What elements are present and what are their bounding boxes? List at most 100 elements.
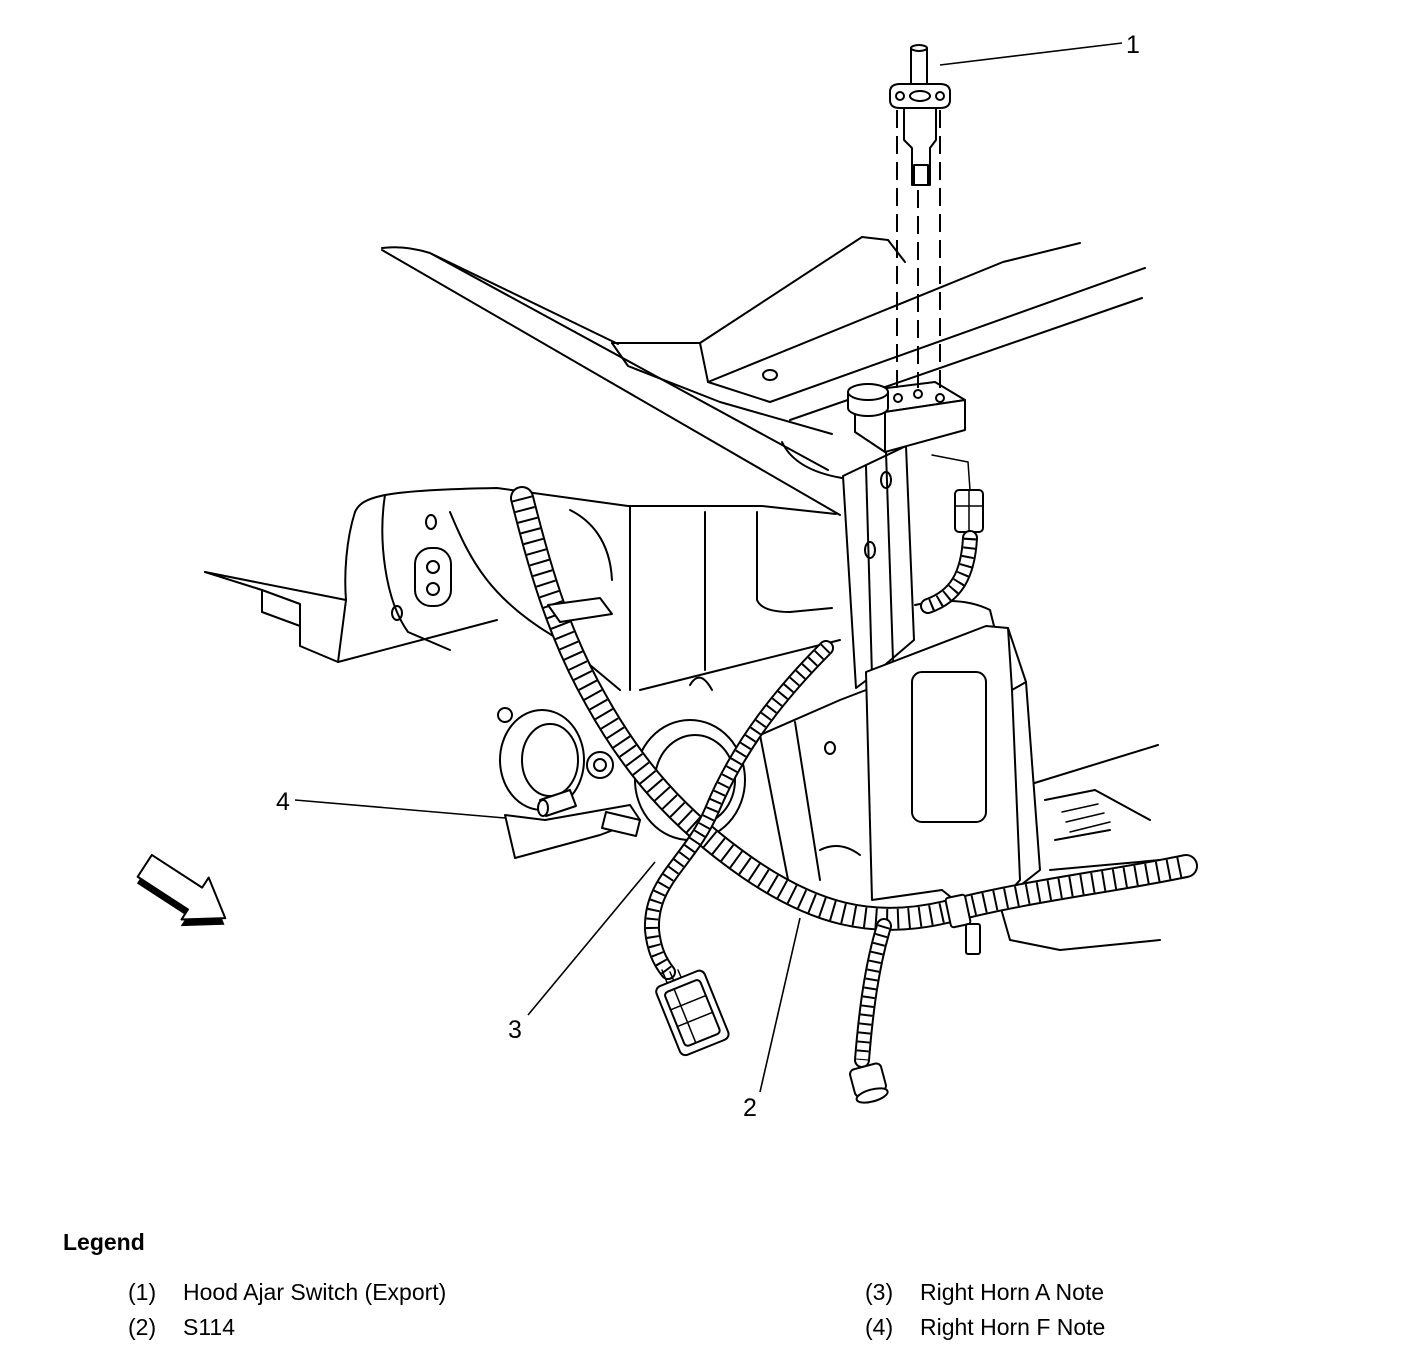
front-support-plate [865,625,1041,907]
frame-line-1 [1027,744,1159,786]
hood-inner-line [431,253,619,345]
branch-c-rings [925,537,976,612]
legend-item-number: (4) [865,1314,894,1340]
connector-a-shell [655,969,730,1057]
support-lower-edge [719,401,833,435]
post-body [842,445,915,689]
legend-item-3: (3) Right Horn A Note [865,1279,1104,1305]
harness-branch-lower [849,918,892,1104]
panel-notch [689,676,713,691]
view-direction-arrow [136,853,227,927]
switch-mounting-bracket [842,381,966,689]
bracket-hole-2 [913,389,923,399]
bracket-hole-3 [935,393,945,403]
legend-item-text: Hood Ajar Switch (Export) [183,1279,447,1305]
bracket-right-face [884,399,966,453]
clip-right-2 [965,923,981,955]
legend-item-number: (3) [865,1279,894,1305]
apron-hole-1 [425,514,437,530]
connector-b-end [855,1087,889,1104]
clip-upper [547,597,613,623]
post-hole-1 [864,541,876,559]
panel-curve [449,511,621,691]
lower-bracket-inner [794,721,821,881]
grommet-hole-lower [426,582,440,596]
panel-lower-edge [639,639,841,691]
harness-branch-switch [920,454,984,614]
legend-item-text: S114 [183,1314,236,1340]
apron-inner-curve [381,494,451,651]
lower-bracket-hole [824,741,836,755]
apron-bottom-edge [204,571,498,663]
callout-1-leader [939,42,1123,66]
support-bevel [611,342,721,403]
clip-right-1 [944,893,972,929]
panel-step [756,511,833,613]
callout-4-leader [294,799,506,819]
headlamp-mount [261,589,301,627]
branch-b-rings [856,924,890,1061]
grommet-hole-upper [426,560,440,574]
frame-line-3 [1054,829,1111,841]
callout-2-leader [759,917,801,1093]
bracket-hole-1 [893,393,903,403]
inner-apron-panel [449,505,841,691]
hood-fender [381,246,841,516]
support-face-line [707,242,1081,383]
panel-fan-curve [569,509,613,581]
switch-connector-detail [954,489,984,533]
legend-item-text: Right Horn A Note [920,1279,1105,1305]
legend-title: Legend [63,1229,145,1255]
left-fender-apron [204,487,837,663]
frame-line-2 [1044,789,1151,821]
support-top-edge [611,236,889,344]
lower-bracket-curve [819,845,861,856]
callout-2: 2 [743,917,801,1122]
frame-hatch [1061,803,1111,833]
apron-hole-2 [391,605,403,621]
callout-3: 3 [508,861,656,1044]
legend-item-2: (2) S114 [128,1314,235,1340]
branch-a-rings [645,643,831,976]
harness-branch-horn-3 [643,640,834,1057]
hood-edge-upper [381,246,829,471]
grommet-plate [414,547,452,607]
hood-bumper-top [847,383,889,401]
plate-window [911,671,987,823]
horn-4-mouth [586,751,614,779]
apron-left-edge [204,511,356,601]
support-front-edge [699,342,771,403]
engine-harness-main [510,486,1198,931]
connector-a-face [664,979,721,1047]
install-guide-lines [896,110,941,394]
horn-3-connector [655,969,730,1057]
frame-line-5 [999,904,1161,951]
apron-side-line [337,599,347,663]
harness-clips [547,597,981,955]
switch-flange-center [909,90,931,102]
harness-main-rings [512,495,1189,929]
arrow-face [136,853,227,921]
connector-a-ribs [669,988,714,1044]
legend-item-number: (1) [128,1279,157,1305]
horn-3-outlet [601,811,641,837]
callout-3-label: 3 [508,1016,522,1044]
hood-edge-lower [381,249,841,516]
branch-b-fill [856,920,890,1066]
callout-2-label: 2 [743,1094,757,1122]
callout-1-label: 1 [1126,31,1140,59]
switch-terminal [913,164,929,186]
switch-body [903,107,937,186]
support-curve [781,441,843,479]
apron-top-edge [354,487,837,515]
switch-flange-hole-left [895,91,905,101]
lower-connector [849,1062,889,1104]
switch-flange-hole-right [935,91,945,101]
hood-ajar-switch [889,44,951,186]
support-long-line-1 [769,267,1146,403]
switch-flange [889,83,951,109]
legend-item-number: (2) [128,1314,157,1340]
frame-line-4 [1049,859,1161,871]
horn-4-mount-tab [497,707,513,723]
horn-4-outlet-end [537,799,549,817]
